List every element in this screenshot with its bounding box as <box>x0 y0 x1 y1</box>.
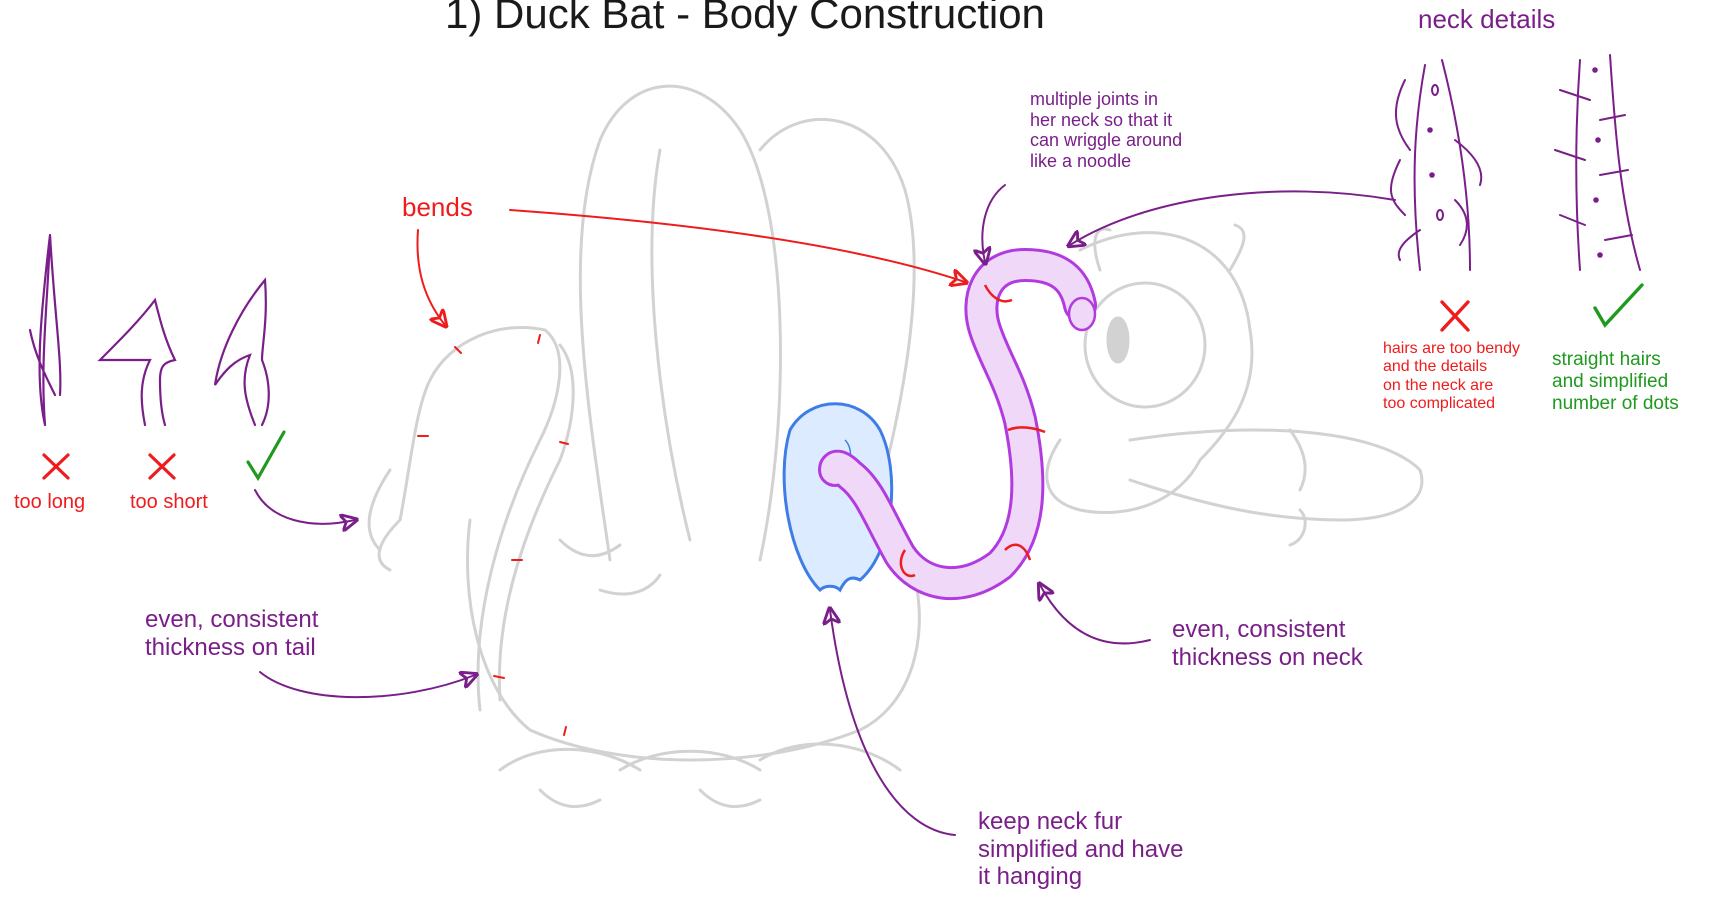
arrow-joints-to-neck <box>982 185 1005 262</box>
bill-sketch <box>1130 430 1422 520</box>
too-long-label: too long <box>14 491 85 514</box>
tail-thickness-note: even, consistent thickness on tail <box>145 606 318 661</box>
tail-joint-ticks <box>418 335 568 735</box>
neck-bad-note: hairs are too bendy and the details on t… <box>1383 340 1520 414</box>
feet-sketch <box>500 744 900 807</box>
joints-note: multiple joints in her neck so that it c… <box>1030 89 1182 172</box>
neck-good-note: straight hairs and simplified number of … <box>1552 349 1679 415</box>
cross-icon <box>1442 302 1468 330</box>
arrow-neck-fur <box>830 610 955 835</box>
arrow-neck-thickness <box>1040 585 1150 643</box>
body-sketch <box>369 86 1422 806</box>
arrow-tail-thickness <box>260 672 475 697</box>
neck-details-heading: neck details <box>1418 5 1555 35</box>
neck-detail-good <box>1555 55 1640 270</box>
neck-detail-bad <box>1391 60 1481 270</box>
cross-icon <box>150 455 174 478</box>
arrow-check-to-tail <box>255 490 355 524</box>
wing-inner-sketch <box>652 150 690 540</box>
tail-tip-too-short <box>100 300 175 425</box>
eye-sketch <box>1085 283 1205 407</box>
neck-thickness-note: even, consistent thickness on neck <box>1172 616 1363 671</box>
tail-tip-too-long <box>30 235 60 425</box>
page-title: 1) Duck Bat - Body Construction <box>445 0 1045 38</box>
too-short-label: too short <box>130 491 208 514</box>
chest-fur-sketch <box>560 540 660 594</box>
arrow-bends-to-neck <box>510 210 965 282</box>
tail-sketch <box>369 327 560 710</box>
check-icon <box>1595 285 1642 325</box>
check-icon <box>248 432 284 478</box>
bends-label: bends <box>402 193 473 223</box>
arrow-bends-to-tail <box>417 230 445 325</box>
neck-fur-note: keep neck fur simplified and have it han… <box>978 808 1183 891</box>
tail-inner-sketch <box>499 345 573 700</box>
tusk-sketch <box>1290 430 1305 545</box>
wing-left-sketch <box>580 86 780 560</box>
tail-tip-correct <box>215 280 269 425</box>
pupil-sketch <box>1108 318 1128 362</box>
cross-icon <box>44 455 68 478</box>
